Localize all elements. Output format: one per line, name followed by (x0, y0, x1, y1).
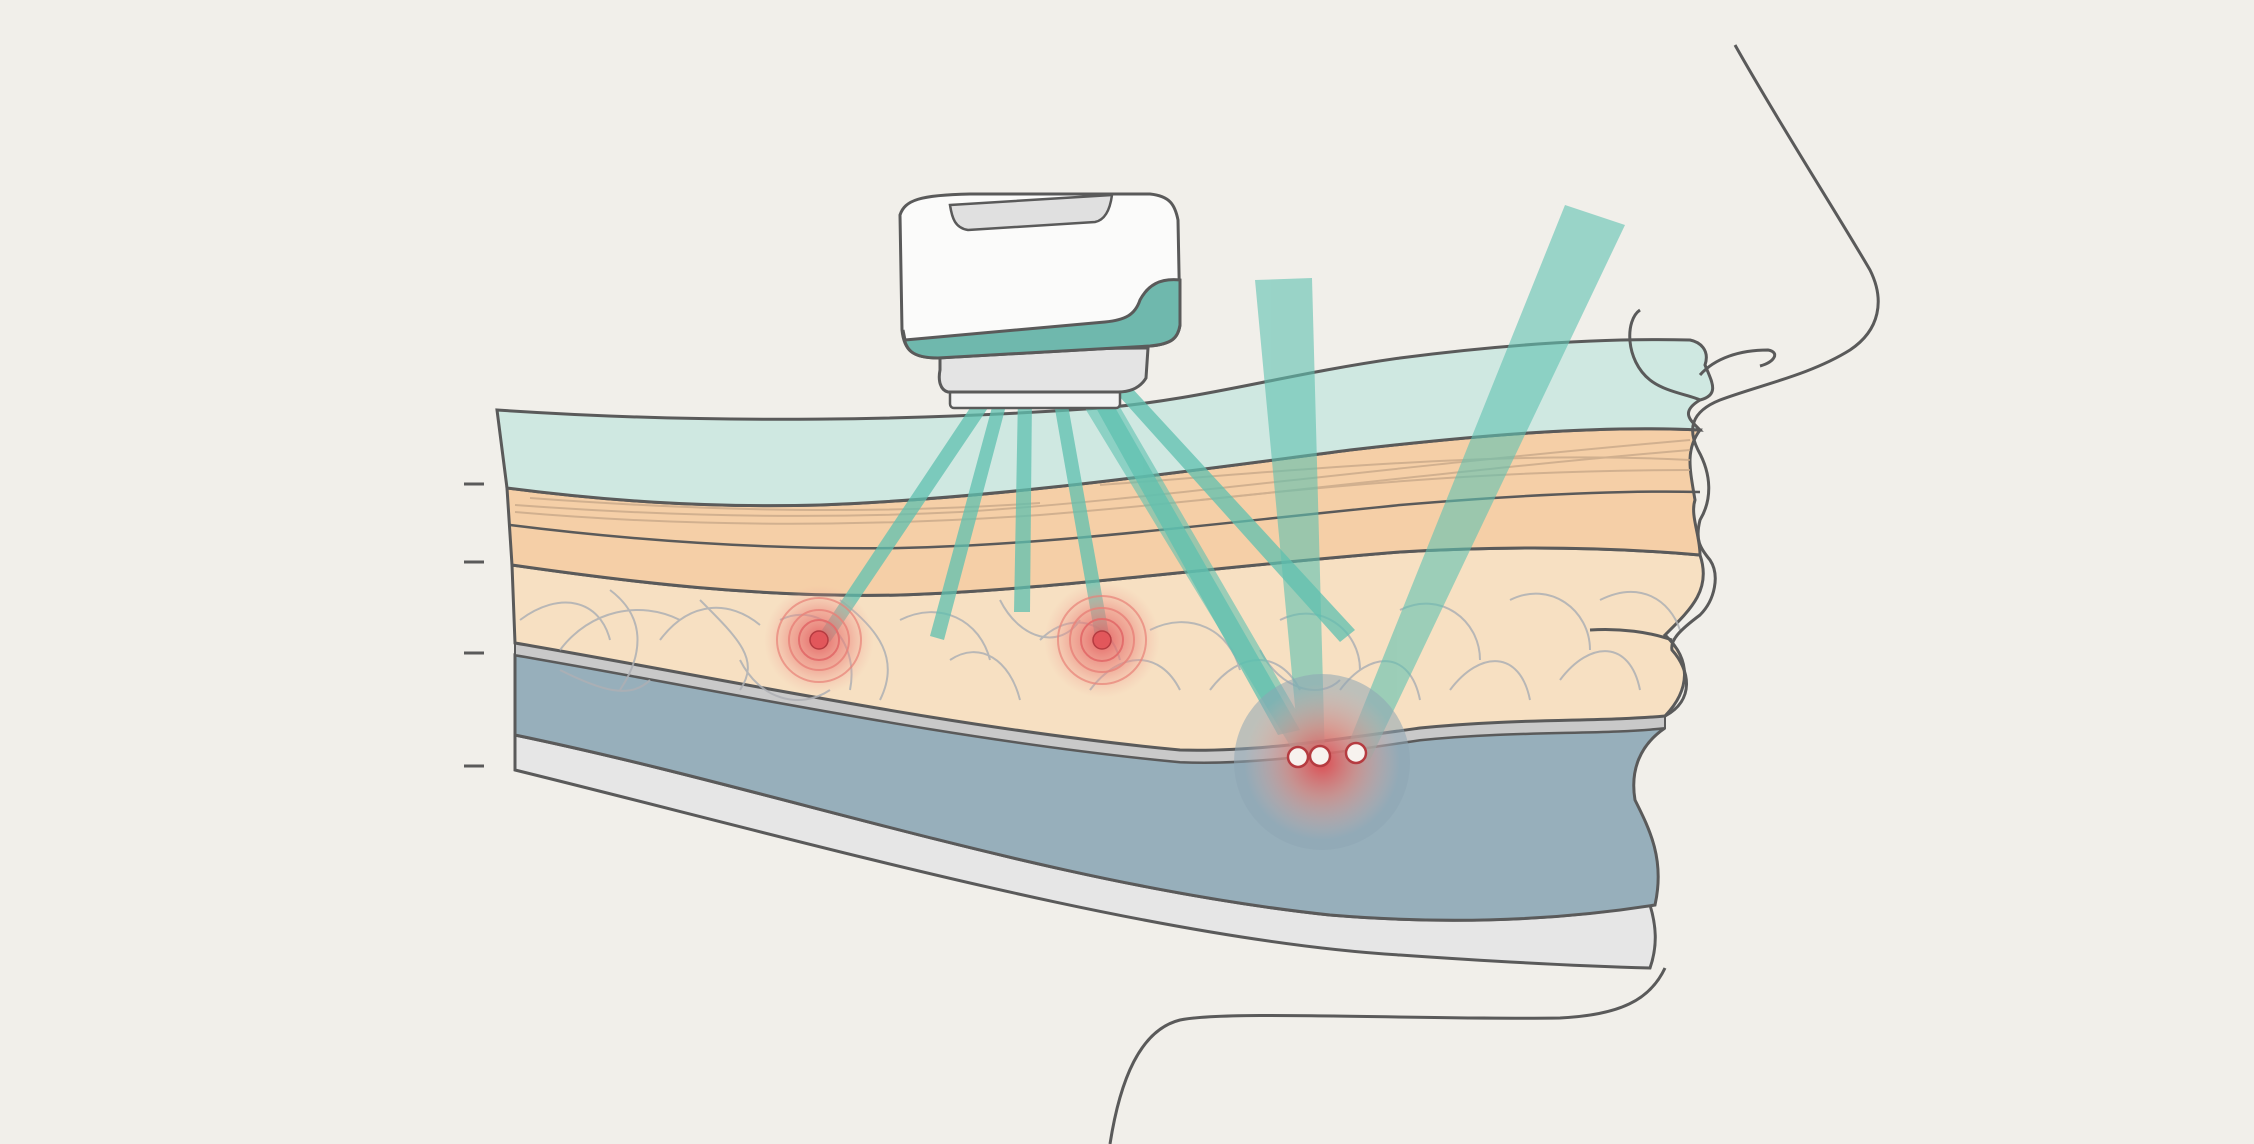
focal-dot-b (1308, 744, 1332, 768)
scale-ticks (464, 482, 484, 768)
focal-dot-a (1286, 745, 1310, 769)
transducer-accent (901, 278, 1182, 360)
external-beam-diagonal (1345, 205, 1625, 760)
focal-dot-c (1344, 741, 1368, 765)
nostril-curve (1628, 308, 1701, 402)
chin-neck-outline (1108, 967, 1667, 1144)
focal-point-1 (764, 585, 874, 695)
focal-point-3 (1234, 674, 1410, 850)
focal-point-2 (1044, 582, 1160, 698)
nose-lip-outline (1664, 44, 1880, 718)
external-beam-converging (1080, 390, 1325, 762)
external-beams (1080, 205, 1625, 762)
transducer-grip (948, 193, 1114, 232)
external-beam-vertical (1255, 278, 1325, 760)
beam-3 (1014, 394, 1032, 612)
face-profile (1108, 44, 1880, 1144)
beam-1 (818, 396, 992, 642)
transducer-head (937, 346, 1150, 394)
lip-line (1589, 628, 1673, 642)
nostril-inner (1698, 348, 1777, 377)
dermis-inner-line (509, 490, 1701, 550)
ultrasound-transducer (898, 192, 1182, 410)
beam-4 (1052, 392, 1110, 642)
beam-2 (930, 396, 1008, 640)
